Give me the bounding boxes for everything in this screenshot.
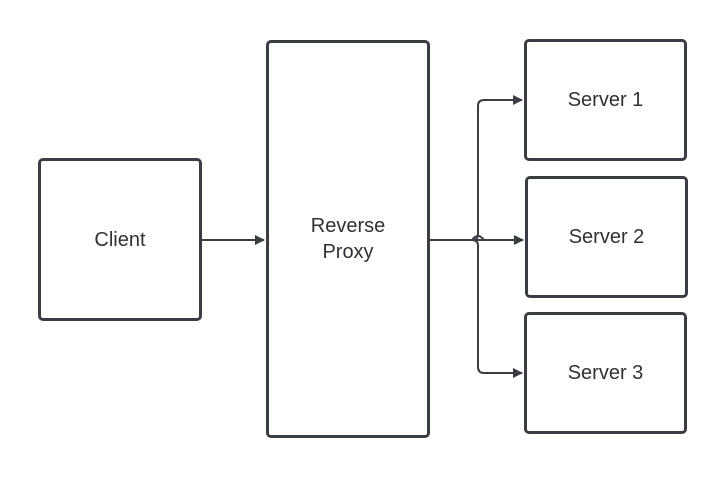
client-label: Client [94,228,146,251]
client-node[interactable]: Client [38,158,202,321]
server-2-label: Server 2 [568,226,645,248]
server-3-node[interactable]: Server 3 [524,312,687,434]
reverse-proxy-node[interactable]: Reverse Proxy [266,40,430,438]
reverse-proxy-label: Reverse Proxy [310,215,386,263]
server-1-label: Server 1 [567,89,644,111]
server-2-node[interactable]: Server 2 [525,176,688,298]
server-3-label: Server 3 [567,362,644,384]
connector-proxy-to-server-1 [430,95,523,241]
server-1-node[interactable]: Server 1 [524,39,687,161]
connector-junction [471,235,485,241]
connector-proxy-to-server-3 [430,239,523,378]
